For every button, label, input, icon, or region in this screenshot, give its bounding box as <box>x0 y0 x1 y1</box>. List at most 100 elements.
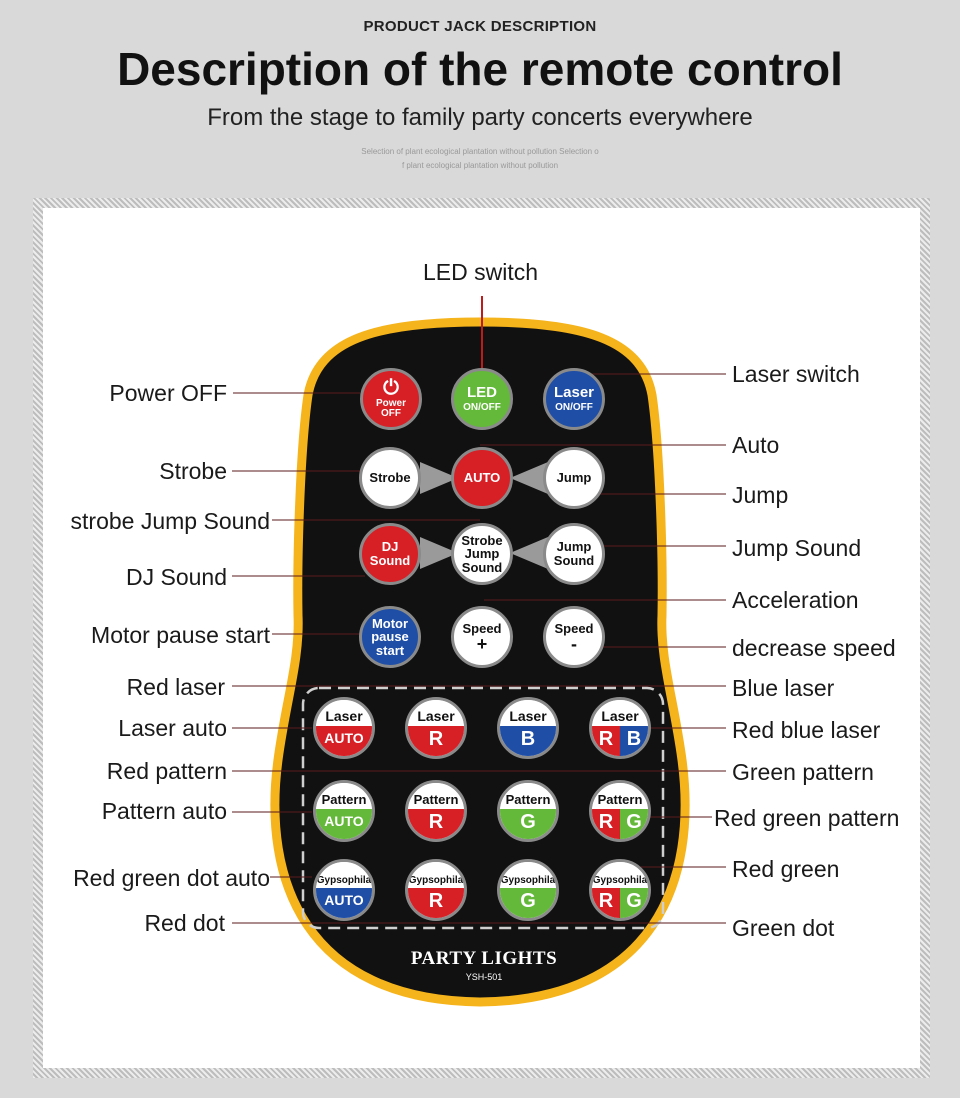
jump-sound-line1: Jump <box>556 539 592 555</box>
sjs-line3: Sound <box>461 559 503 575</box>
power-off-button[interactable]: ⏻ Power OFF <box>360 368 422 430</box>
led-label: LED <box>467 383 497 401</box>
red-dot-label: R <box>408 887 464 918</box>
jump-auto-connector <box>510 462 548 494</box>
speed-down-label: Speed <box>554 621 594 637</box>
rg-dot-g-label: G <box>620 887 648 918</box>
red-laser-button[interactable]: Laser R <box>405 697 467 759</box>
rb-laser-b-label: B <box>620 725 648 756</box>
label-red-green: Red green <box>732 856 840 882</box>
red-blue-laser-top: Laser <box>592 700 648 726</box>
plus-icon: + <box>476 633 488 654</box>
blue-laser-button[interactable]: Laser B <box>497 697 559 759</box>
motor-line2: pause <box>371 629 409 645</box>
red-pattern-top: Pattern <box>408 783 464 809</box>
red-pattern-label: R <box>408 808 464 839</box>
label-strobe: Strobe <box>159 458 227 484</box>
green-pattern-button[interactable]: Pattern G <box>497 780 559 842</box>
motor-line1: Motor <box>371 615 409 631</box>
brand-logo-text: PARTY LIGHTS <box>410 948 558 969</box>
laser-label: Laser <box>553 383 595 401</box>
red-pattern-button[interactable]: Pattern R <box>405 780 467 842</box>
label-red-pattern: Red pattern <box>106 758 227 784</box>
sjs-line2: Jump <box>464 546 500 562</box>
red-green-pattern-top: Pattern <box>592 783 648 809</box>
label-jump: Jump <box>732 482 789 508</box>
label-green-dot: Green dot <box>732 915 835 941</box>
jump-sound-line2: Sound <box>553 553 595 568</box>
strobe-button[interactable]: Strobe <box>359 447 421 509</box>
label-pattern-auto: Pattern auto <box>101 798 227 824</box>
blue-laser-label: B <box>500 725 556 756</box>
page-title: Description of the remote control <box>117 43 843 95</box>
pattern-auto-button[interactable]: Pattern AUTO <box>313 780 375 842</box>
led-switch-button[interactable]: LED ON/OFF <box>451 368 513 430</box>
led-onoff-label: ON/OFF <box>463 401 501 413</box>
label-dj-sound: DJ Sound <box>125 564 227 590</box>
rg-pattern-g-label: G <box>620 808 648 839</box>
sjs-line1: Strobe <box>461 532 503 548</box>
red-green-dot-button[interactable]: Gypsophila R G <box>589 859 651 921</box>
label-red-blue-laser: Red blue laser <box>732 717 881 743</box>
motor-pause-start-button[interactable]: Motor pause start <box>359 606 421 668</box>
red-green-pattern-button[interactable]: Pattern R G <box>589 780 651 842</box>
dj-sound-label: Sound <box>369 553 411 568</box>
power-off-label: OFF <box>381 408 401 419</box>
label-red-green-dot-auto: Red green dot auto <box>73 865 270 891</box>
kicker-text: PRODUCT JACK DESCRIPTION <box>363 18 597 35</box>
label-jump-sound: Jump Sound <box>732 535 862 561</box>
green-dot-button[interactable]: Gypsophila G <box>497 859 559 921</box>
power-icon: ⏻ <box>383 376 399 399</box>
auto-button[interactable]: AUTO <box>451 447 513 509</box>
jump-button[interactable]: Jump <box>543 447 605 509</box>
label-blue-laser: Blue laser <box>732 675 835 701</box>
jump-label: Jump <box>556 470 592 486</box>
minus-icon: - <box>571 633 577 654</box>
red-laser-top: Laser <box>408 700 464 726</box>
gyps-auto-top: Gypsophila <box>316 862 372 888</box>
jump-sound-button[interactable]: Jump Sound <box>543 523 605 585</box>
label-auto: Auto <box>732 432 780 458</box>
power-label: Power <box>375 397 406 409</box>
gyps-auto-label: AUTO <box>316 887 372 918</box>
green-pattern-label: G <box>500 808 556 839</box>
label-red-green-pattern: Red green pattern <box>714 805 900 831</box>
laser-auto-top: Laser <box>316 700 372 726</box>
label-red-dot: Red dot <box>144 910 225 936</box>
speed-down-button[interactable]: Speed - <box>543 606 605 668</box>
dashed-section <box>301 686 665 930</box>
red-blue-laser-button[interactable]: Laser R B <box>589 697 651 759</box>
label-green-pattern: Green pattern <box>732 759 874 785</box>
label-acceleration: Acceleration <box>732 587 859 613</box>
laser-auto-label: AUTO <box>316 725 372 756</box>
laser-switch-button[interactable]: Laser ON/OFF <box>543 368 605 430</box>
green-dot-top: Gypsophila <box>500 862 556 888</box>
label-led-switch: LED switch <box>423 259 539 285</box>
rg-dot-r-label: R <box>592 887 620 918</box>
label-motor-pause-start: Motor pause start <box>91 622 270 648</box>
fine-print-line-1: Selection of plant ecological plantation… <box>361 147 599 156</box>
red-green-dot-top: Gypsophila <box>592 862 648 888</box>
label-laser-auto: Laser auto <box>118 715 227 741</box>
pattern-auto-label: AUTO <box>316 808 372 839</box>
green-pattern-top: Pattern <box>500 783 556 809</box>
dj-label: DJ <box>381 539 399 555</box>
red-dot-top: Gypsophila <box>408 862 464 888</box>
dj-sjs-connector <box>420 537 458 569</box>
strobe-auto-connector <box>420 462 458 494</box>
laser-onoff-label: ON/OFF <box>555 401 593 413</box>
red-dot-button[interactable]: Gypsophila R <box>405 859 467 921</box>
speed-up-button[interactable]: Speed + <box>451 606 513 668</box>
motor-line3: start <box>375 642 405 658</box>
laser-auto-button[interactable]: Laser AUTO <box>313 697 375 759</box>
strobe-jump-sound-button[interactable]: Strobe Jump Sound <box>451 523 513 585</box>
model-number: YSH-501 <box>465 972 503 982</box>
dj-sound-button[interactable]: DJ Sound <box>359 523 421 585</box>
label-strobe-jump-sound: strobe Jump Sound <box>70 508 270 534</box>
blue-laser-top: Laser <box>500 700 556 726</box>
pattern-auto-top: Pattern <box>316 783 372 809</box>
page-header: PRODUCT JACK DESCRIPTION Description of … <box>0 0 960 200</box>
strobe-label: Strobe <box>369 470 411 486</box>
red-green-dot-auto-button[interactable]: Gypsophila AUTO <box>313 859 375 921</box>
label-decrease-speed: decrease speed <box>732 635 896 661</box>
